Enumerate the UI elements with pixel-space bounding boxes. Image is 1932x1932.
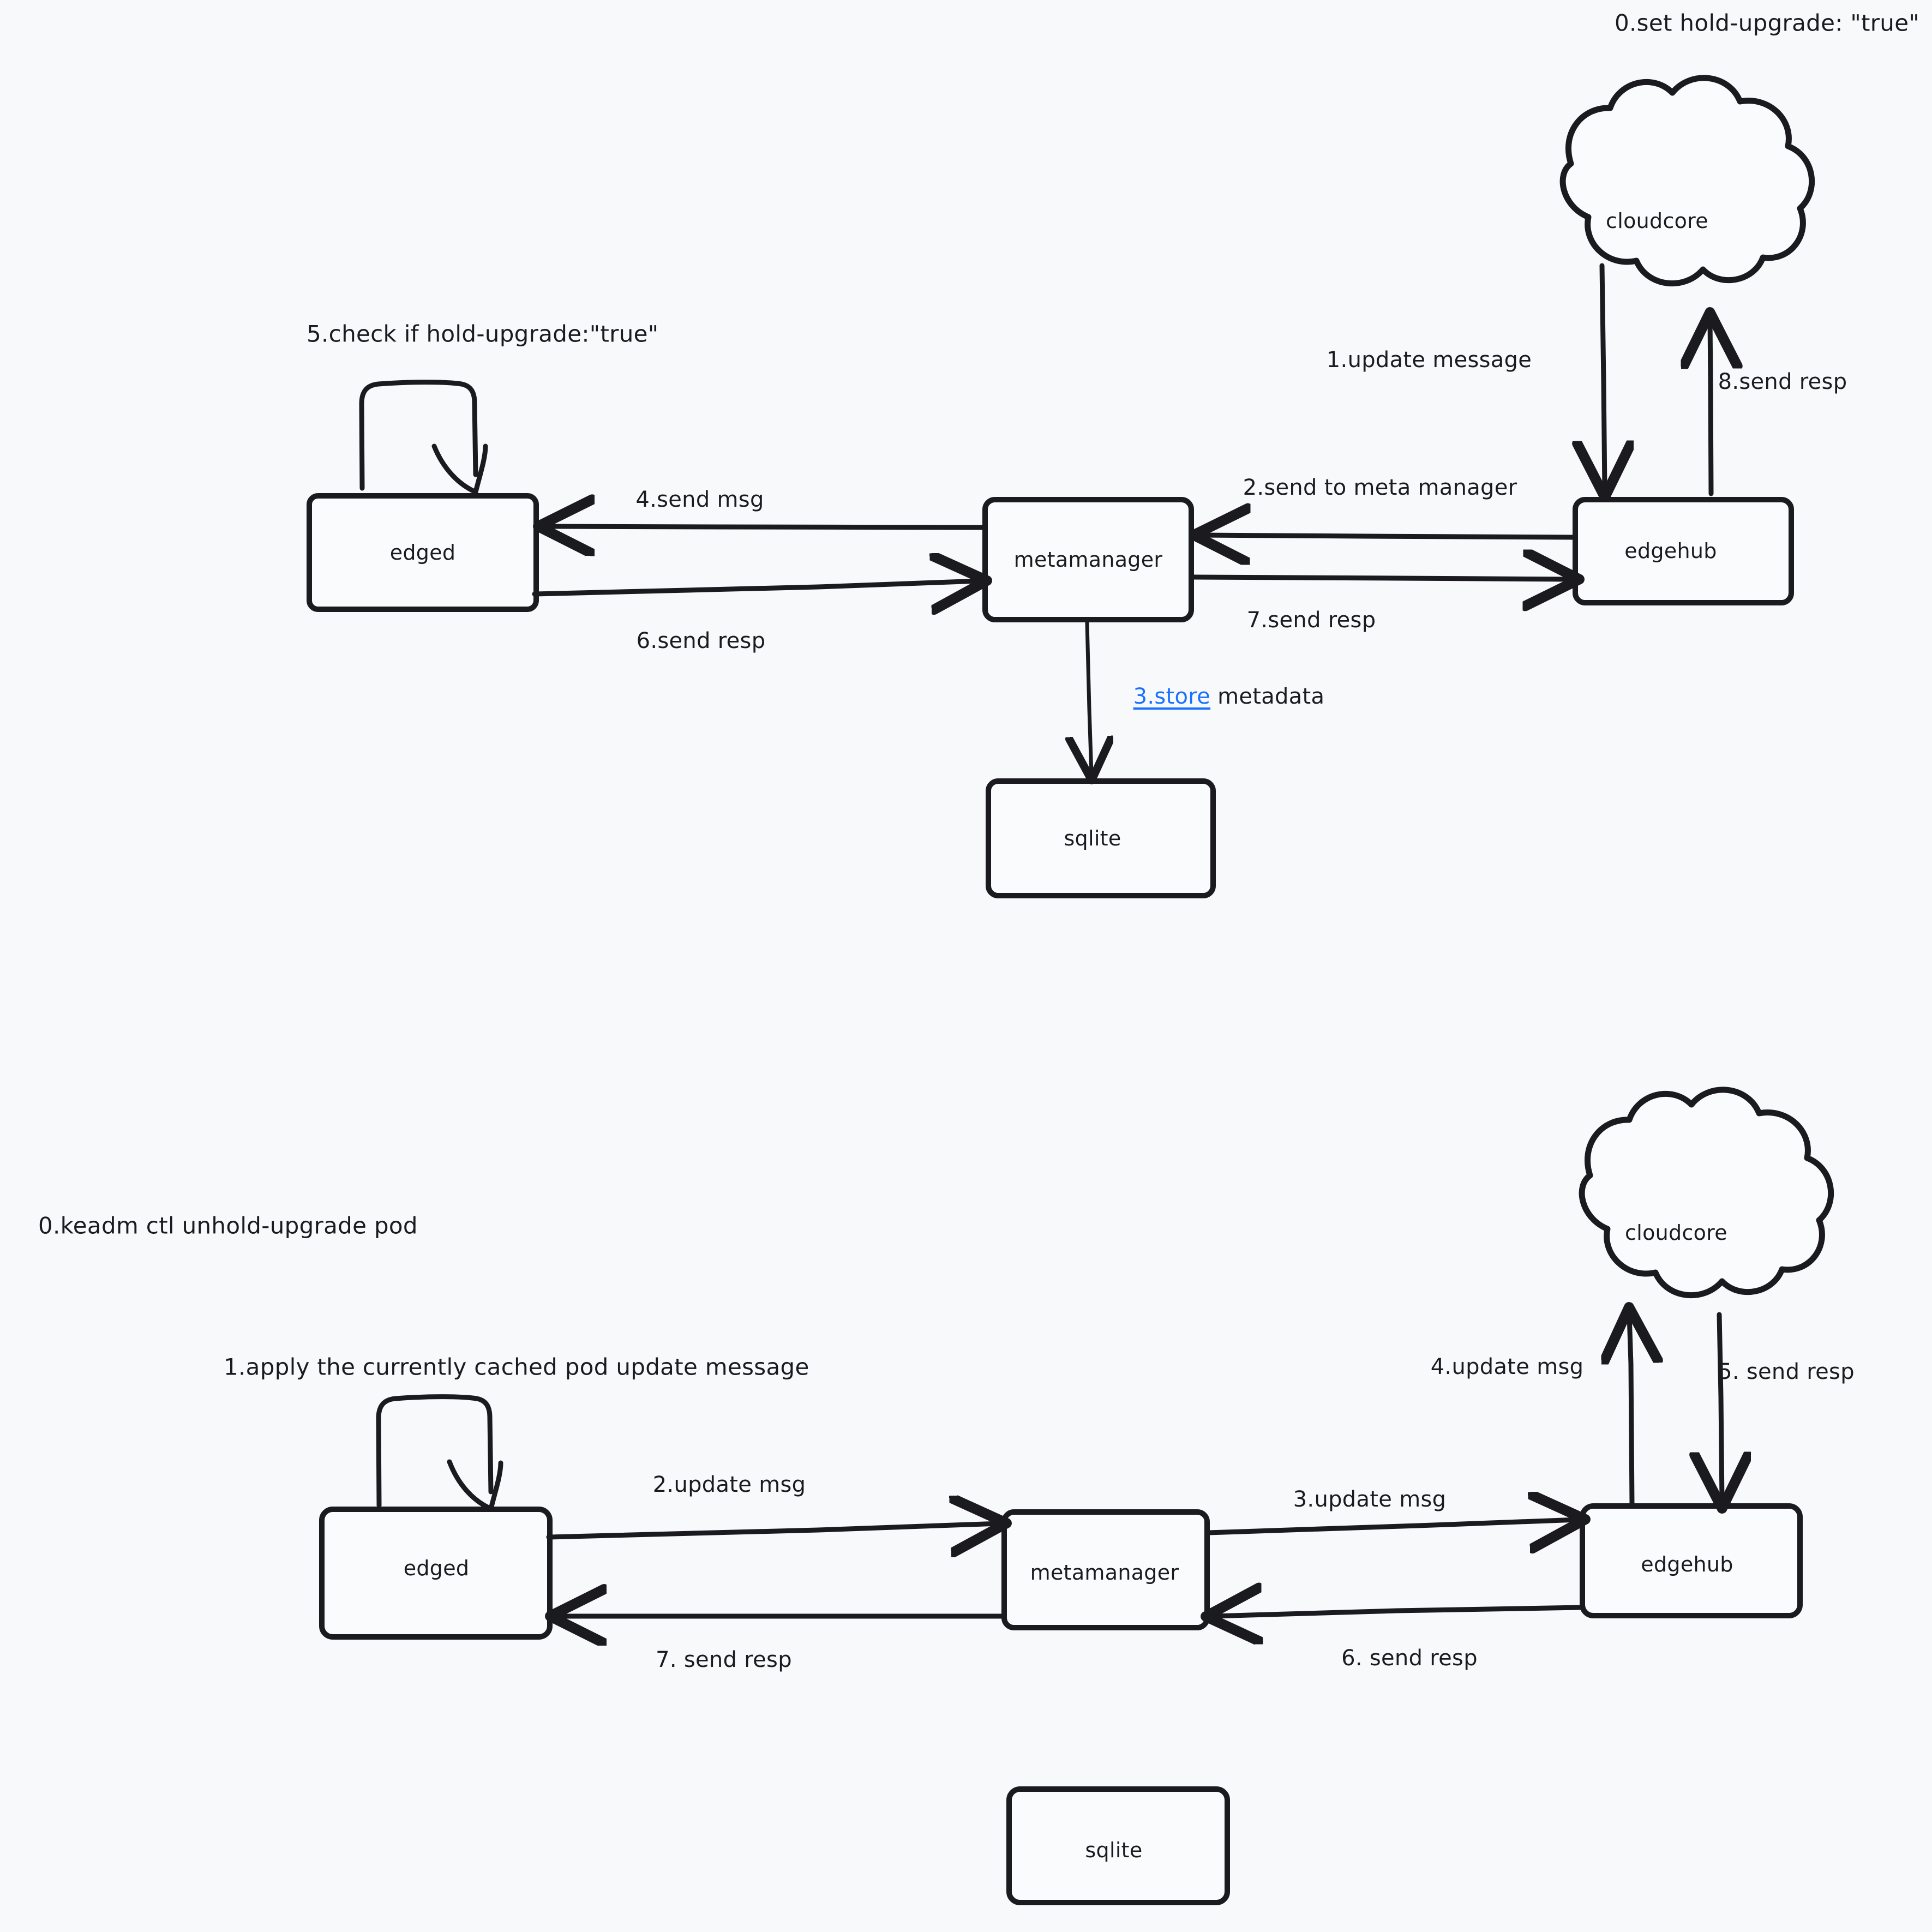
- node-label-edged: edged: [389, 541, 456, 565]
- edge2-3-update-msg: [1205, 1520, 1578, 1533]
- store-link[interactable]: 3.store: [1133, 684, 1211, 709]
- node-label-edgehub: edgehub: [1624, 539, 1717, 563]
- edge-label-1-update-message: 1.update message: [1326, 347, 1532, 373]
- edge-label2-4-update-msg: 4.update msg: [1430, 1354, 1584, 1379]
- edge2-6-send-resp: [1213, 1607, 1583, 1616]
- edge2-1-self-loop: [376, 1394, 503, 1511]
- edge-label-7-send-resp: 7.send resp: [1246, 608, 1376, 633]
- edge-6-send-resp: [532, 581, 980, 594]
- edge-label2-2-update-msg: 2.update msg: [652, 1472, 806, 1497]
- edge-4-send-msg: [545, 526, 985, 527]
- edge-label-4-send-msg: 4.send msg: [635, 487, 764, 512]
- note-check-hold-upgrade: 5.check if hold-upgrade:"true": [307, 320, 659, 347]
- edge-label-3-store-metadata: 3.store metadata: [1133, 684, 1325, 709]
- edge-5-self-loop: [359, 380, 488, 495]
- edge-2-send-to-meta-manager: [1201, 535, 1576, 537]
- edge-label2-5-send-resp: 5. send resp: [1718, 1359, 1855, 1384]
- node-cloudcore-2: [1579, 1087, 1834, 1299]
- edge-3-store-metadata: [1087, 621, 1091, 775]
- node-sqlite-2: [1006, 1786, 1230, 1905]
- edge-label2-6-send-resp: 6. send resp: [1341, 1646, 1478, 1671]
- edge-1-update-message: [1602, 263, 1605, 490]
- edge-label-2-send-to-meta-manager: 2.send to meta manager: [1243, 475, 1517, 500]
- node-cloudcore: [1559, 75, 1815, 287]
- node-label-sqlite-2: sqlite: [1085, 1838, 1143, 1862]
- note-keadm-unhold-upgrade: 0.keadm ctl unhold-upgrade pod: [38, 1212, 418, 1239]
- edge2-2-update-msg: [546, 1523, 999, 1537]
- edge-label2-7-send-resp: 7. send resp: [656, 1647, 792, 1672]
- edge-7-send-resp: [1190, 577, 1572, 579]
- node-label-edgehub-2: edgehub: [1641, 1552, 1733, 1576]
- edge2-4-update-msg: [1629, 1315, 1632, 1507]
- node-label-edged-2: edged: [403, 1556, 470, 1580]
- node-label-metamanager: metamanager: [1013, 548, 1163, 572]
- node-edged-2: [319, 1507, 553, 1640]
- note-apply-cached-pod-update: 1.apply the currently cached pod update …: [224, 1353, 809, 1381]
- node-label-sqlite: sqlite: [1064, 826, 1121, 850]
- node-metamanager-2: [1001, 1509, 1210, 1630]
- node-label-metamanager-2: metamanager: [1030, 1561, 1179, 1585]
- edge-label-6-send-resp: 6.send resp: [636, 628, 766, 653]
- edge-8-send-resp: [1710, 320, 1711, 496]
- node-label-cloudcore-2: cloudcore: [1625, 1221, 1727, 1245]
- edge2-5-send-resp: [1719, 1312, 1722, 1501]
- edge-label-8-send-resp: 8.send resp: [1718, 369, 1847, 394]
- metadata-text: metadata: [1210, 684, 1325, 709]
- node-label-cloudcore: cloudcore: [1606, 209, 1708, 233]
- edge-label2-3-update-msg: 3.update msg: [1293, 1487, 1447, 1512]
- note-set-hold-upgrade: 0.set hold-upgrade: "true": [1615, 9, 1919, 37]
